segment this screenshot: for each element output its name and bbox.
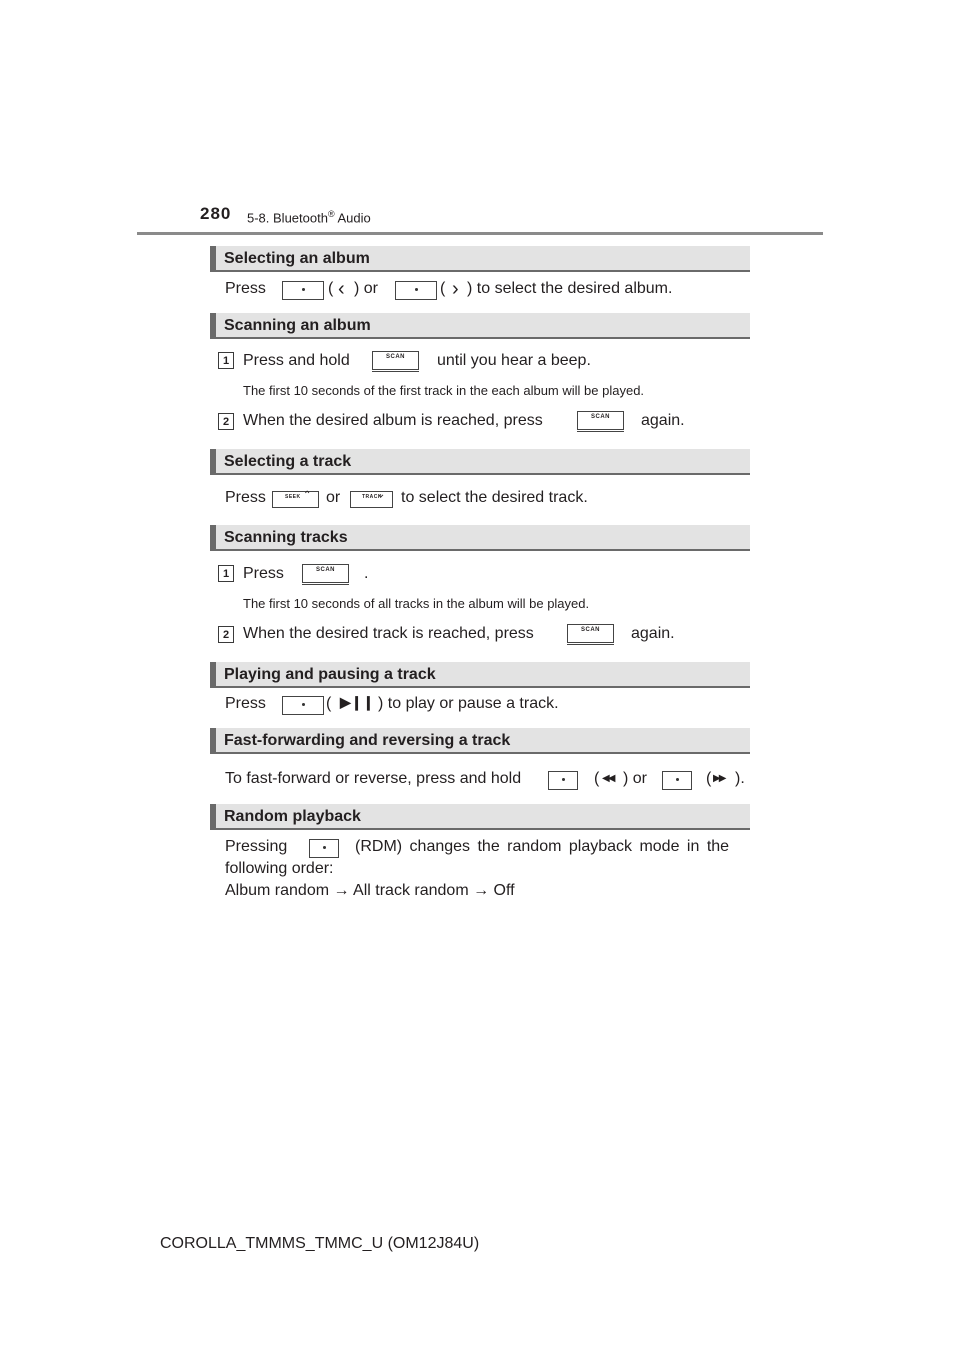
instruction-text: (RDM) changes the random playback mode i… (355, 838, 730, 855)
chapter-title: 5-8. Bluetooth® Audio (247, 209, 371, 225)
section-heading-scanning-tracks: Scanning tracks (210, 525, 750, 551)
document-id: COROLLA_TMMMS_TMMC_U (OM12J84U) (160, 1235, 480, 1252)
section-title: Selecting a track (224, 453, 352, 470)
section-heading-selecting-track: Selecting a track (210, 449, 750, 475)
chevron-right-icon: › (452, 278, 459, 300)
instruction-text: ( (326, 695, 332, 712)
track-button-icon: TRACK⌄ (350, 489, 393, 508)
section-title: Scanning an album (224, 317, 371, 334)
chevron-up-icon: ⌃ (303, 490, 312, 501)
instruction-text: To fast-forward or reverse, press and ho… (225, 770, 522, 787)
preset-button-icon (548, 771, 578, 790)
instruction-text: to select the desired track. (401, 489, 588, 506)
instruction-text: Press (225, 489, 266, 506)
chevron-left-icon: ‹ (338, 278, 345, 300)
step-number: 1 (218, 352, 234, 369)
step-text: Press and hold (243, 352, 350, 369)
instruction-text: Album random → All track random → Off (225, 882, 515, 899)
chevron-down-icon: ⌄ (377, 489, 386, 500)
instruction-text: ) to select the desired album. (467, 280, 673, 297)
step-note: The first 10 seconds of the first track … (243, 383, 645, 398)
step-text: When the desired album is reached, press (243, 412, 543, 429)
chapter-title-suffix: Audio (334, 210, 371, 226)
instruction-text: ( (328, 280, 334, 297)
registered-mark: ® (327, 209, 335, 219)
step-text: When the desired track is reached, press (243, 625, 534, 642)
instruction-text: ) or (623, 770, 647, 787)
seek-button-icon: SEEK⌃ (272, 490, 319, 508)
rewind-icon: ◀◀ (602, 773, 615, 784)
step-text: until you hear a beep. (437, 352, 591, 369)
scan-key-label: SCAN (590, 414, 610, 420)
section-title: Scanning tracks (224, 529, 348, 546)
scan-key-label: SCAN (385, 354, 405, 360)
scan-button-icon: SCAN (567, 624, 614, 645)
step-text: again. (641, 412, 685, 429)
step-number: 1 (218, 565, 234, 582)
instruction-text: ) to play or pause a track. (378, 695, 559, 712)
instruction-text: ( (706, 770, 712, 787)
scan-button-icon: SCAN (577, 411, 624, 432)
instruction-text: ) or (354, 280, 378, 297)
section-title: Playing and pausing a track (224, 666, 436, 683)
chapter-title-text: 5-8. Bluetooth (247, 210, 328, 226)
step-note: The first 10 seconds of all tracks in th… (243, 596, 590, 611)
play-pause-icon: ▶❙❙ (340, 694, 375, 710)
section-title: Fast-forwarding and reversing a track (224, 732, 511, 749)
section-heading-random-playback: Random playback (210, 804, 750, 830)
step-text: . (364, 565, 369, 582)
step-text: again. (631, 625, 675, 642)
section-heading-selecting-album: Selecting an album (210, 246, 750, 272)
step-number: 2 (218, 626, 234, 643)
section-title: Selecting an album (224, 250, 370, 267)
instruction-text: ( (594, 770, 600, 787)
scan-key-label: SCAN (580, 627, 600, 633)
step-text: Press (243, 565, 284, 582)
instruction-text: Press (225, 695, 266, 712)
preset-button-icon (662, 771, 692, 790)
instruction-text: ( (440, 280, 446, 297)
instruction-text: Pressing (225, 838, 288, 855)
fast-forward-icon: ▶▶ (713, 773, 726, 784)
section-heading-scanning-album: Scanning an album (210, 313, 750, 339)
step-number: 2 (218, 413, 234, 430)
section-title: Random playback (224, 808, 361, 825)
preset-button-icon (309, 839, 339, 858)
page-number: 280 (200, 204, 232, 223)
instruction-text: following order: (225, 860, 334, 877)
instruction-text: or (326, 489, 341, 506)
instruction-text: ). (735, 770, 745, 787)
seek-key-label: SEEK (285, 494, 301, 500)
header-divider (137, 232, 823, 235)
preset-button-icon (282, 696, 324, 715)
scan-button-icon: SCAN (302, 564, 349, 585)
scan-key-label: SCAN (315, 567, 335, 573)
section-heading-playing-pausing: Playing and pausing a track (210, 662, 750, 688)
preset-button-icon (395, 281, 437, 300)
instruction-text: Press (225, 280, 266, 297)
scan-button-icon: SCAN (372, 351, 419, 372)
section-heading-fast-forward-reverse: Fast-forwarding and reversing a track (210, 728, 750, 754)
preset-button-icon (282, 281, 324, 300)
track-key-label: TRACK (362, 494, 382, 500)
